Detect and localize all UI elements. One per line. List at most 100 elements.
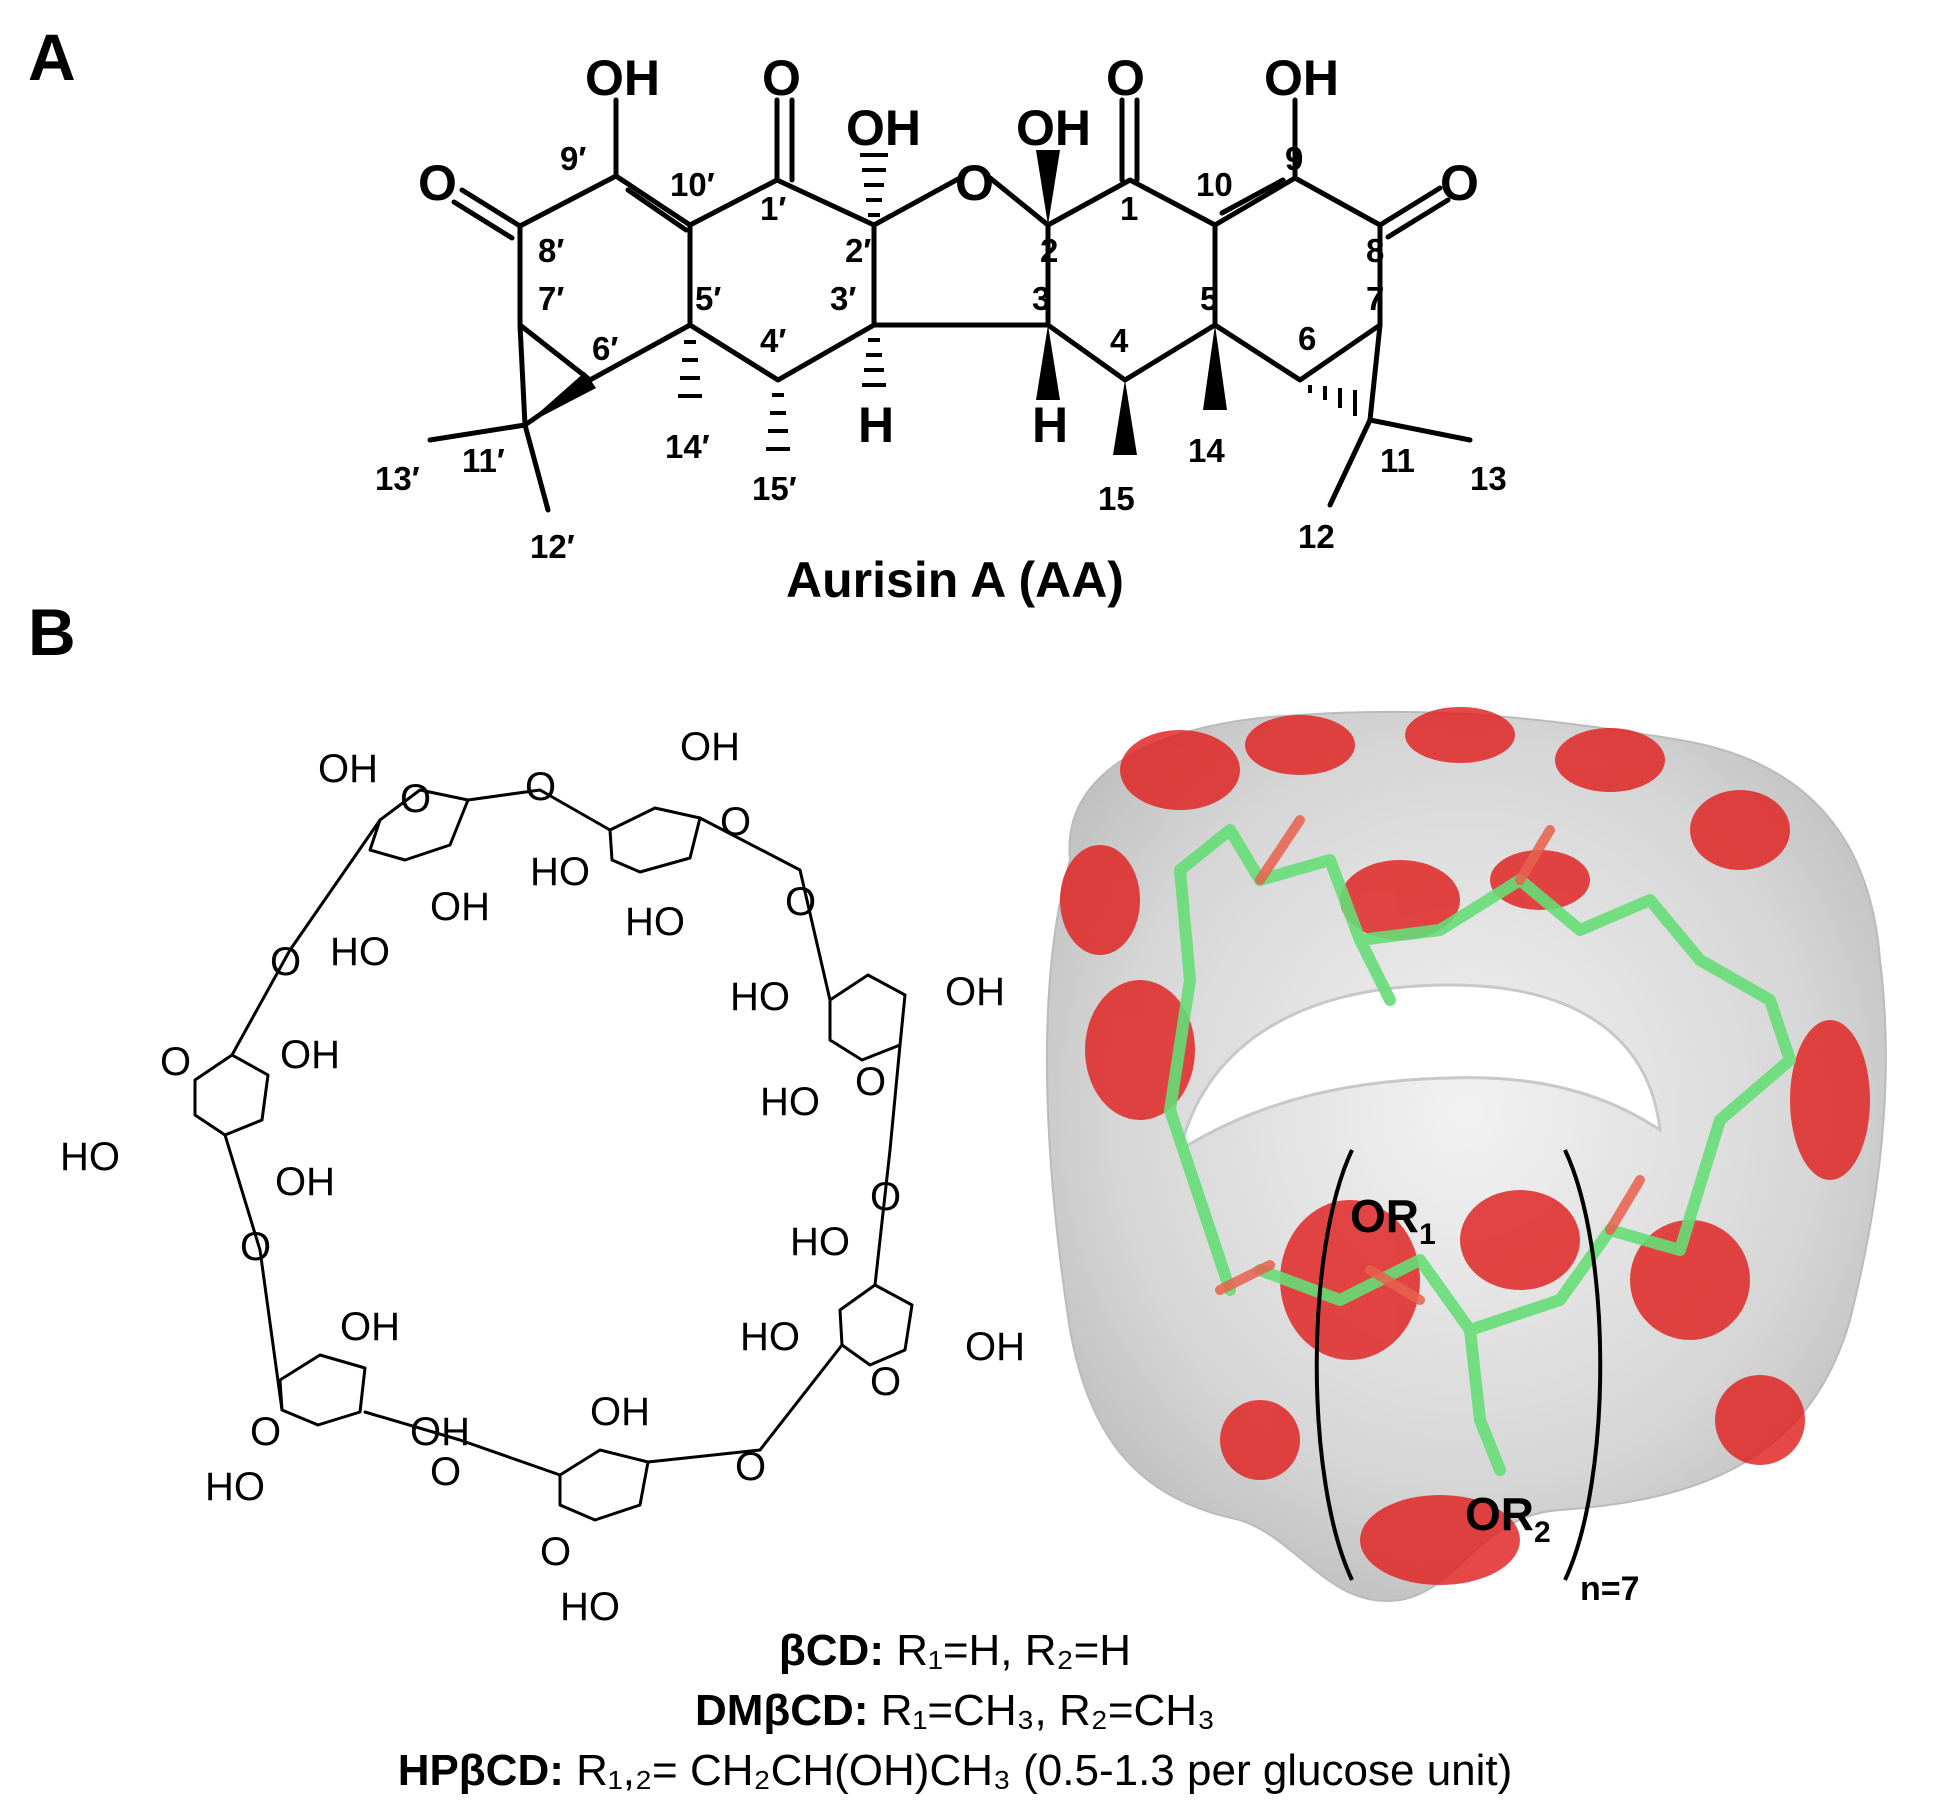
locant-15p: 15′	[752, 470, 797, 507]
label-o-r2: O	[720, 800, 751, 844]
label-ho-1c: HO	[330, 930, 390, 974]
definition-bcd: βCD: R₁=H, R₂=H	[779, 1626, 1131, 1675]
glucose-ring-2	[608, 806, 702, 874]
atom-o-ring: O	[955, 155, 994, 211]
atom-oh-2: OH	[1016, 100, 1091, 156]
link-5-6	[363, 1410, 562, 1477]
definition-hpbcd: HPβCD: R₁,₂= CH₂CH(OH)CH₃ (0.5-1.3 per g…	[398, 1746, 1513, 1795]
carbonyl-8p-b	[451, 199, 515, 241]
ring-right-a	[1212, 175, 1383, 383]
link-4-5	[646, 1343, 844, 1464]
atom-o-8p: O	[418, 155, 457, 211]
compound-name: Aurisin A (AA)	[786, 552, 1124, 608]
glucose-ring-4	[838, 1283, 914, 1367]
hashed-6-11	[1308, 385, 1357, 416]
locant-7p: 7′	[538, 280, 564, 317]
locant-1p: 1′	[760, 190, 786, 227]
locant-8p: 8′	[538, 232, 564, 269]
label-o-b71: O	[270, 940, 301, 984]
label-o-r1: O	[400, 777, 431, 821]
cyclopropane-left	[517, 322, 593, 428]
wedge-15	[1113, 380, 1137, 455]
beta-cyclodextrin-structure: O O O O O O O O O O O O O O OH OH HO OH …	[60, 725, 1025, 1629]
wedge-14	[1203, 325, 1227, 410]
label-o-r7: O	[160, 1040, 191, 1084]
wedge-oh-2	[1036, 150, 1060, 225]
label-o-b12: O	[525, 765, 556, 809]
locant-1: 1	[1120, 190, 1138, 227]
cyclodextrin-surface-model: OR1 OR2 n=7	[1045, 707, 1887, 1608]
locant-2p: 2′	[845, 232, 871, 269]
label-o-r5: O	[540, 1530, 571, 1574]
label-ho-4b: HO	[740, 1315, 800, 1359]
locant-11: 11	[1380, 442, 1415, 479]
label-ho-3a: HO	[730, 975, 790, 1019]
locant-13: 13	[1470, 460, 1507, 497]
label-o-r6: O	[250, 1410, 281, 1454]
label-o-b34: O	[870, 1175, 901, 1219]
glucose-ring-1	[368, 788, 470, 862]
label-o-b67: O	[240, 1225, 271, 1269]
label-ho-3b: HO	[760, 1080, 820, 1124]
bond-7-11	[1367, 322, 1383, 423]
locant-15: 15	[1098, 480, 1135, 517]
label-o-b56: O	[430, 1450, 461, 1494]
locant-9p: 9′	[560, 140, 586, 177]
locant-11p: 11′	[462, 442, 505, 479]
cavity-opening	[1177, 983, 1662, 1154]
glucose-ring-6	[278, 1353, 367, 1427]
atom-oh-2p: OH	[846, 100, 921, 156]
oxygen-patches	[1060, 707, 1870, 1585]
bond-11p-13p	[427, 422, 528, 443]
locant-8: 8	[1366, 232, 1384, 269]
locant-4: 4	[1110, 322, 1129, 359]
carbonyl-8p	[459, 187, 523, 229]
locant-14: 14	[1188, 432, 1225, 469]
oxygen-sticks	[1215, 815, 1645, 1305]
atom-o-1p: O	[762, 50, 801, 106]
atom-o-1: O	[1106, 50, 1145, 106]
link-3-4	[873, 1043, 902, 1287]
locant-7: 7	[1366, 280, 1384, 317]
label-ho-2c: HO	[625, 900, 685, 944]
atom-h-3: H	[1032, 397, 1068, 453]
hashed-oh-2p	[860, 153, 888, 217]
bond-o-2	[987, 175, 1051, 228]
link-6-7	[223, 1133, 284, 1412]
bond-11-13	[1367, 417, 1473, 443]
definition-dmbcd: DMβCD: R₁=CH₃, R₂=CH₃	[695, 1686, 1215, 1735]
locant-12: 12	[1298, 518, 1335, 555]
label-oh-6a: OH	[340, 1305, 400, 1349]
carbonyl-8-b	[1385, 197, 1451, 240]
bracket-left	[1314, 1149, 1354, 1581]
atom-oh-9p: OH	[585, 50, 660, 106]
label-ho-4a: HO	[790, 1220, 850, 1264]
wedge-h-3	[1036, 325, 1060, 400]
link-7-1	[230, 818, 382, 1057]
carbonyl-8	[1377, 185, 1443, 228]
locant-3: 3	[1032, 280, 1050, 317]
label-oh-4c: OH	[965, 1325, 1025, 1369]
link-1-2	[466, 788, 612, 832]
locant-6p: 6′	[592, 330, 618, 367]
label-oh-5a: OH	[590, 1390, 650, 1434]
label-or1: OR1	[1350, 1190, 1436, 1251]
aurisin-a-structure: O OH O OH O OH O OH O H H 9′ 10′ 1′ 2′ 2…	[375, 50, 1507, 565]
atom-o-8: O	[1440, 155, 1479, 211]
locant-2: 2	[1040, 232, 1058, 269]
atom-oh-9: OH	[1264, 50, 1339, 106]
label-oh-1a: OH	[318, 747, 378, 791]
label-o-r3: O	[855, 1060, 886, 1104]
label-oh-2a: OH	[680, 725, 740, 769]
hashed-h-3p	[862, 338, 886, 387]
label-oh-1b: OH	[430, 885, 490, 929]
locant-3p: 3′	[830, 280, 856, 317]
double-bond-9p-10p	[625, 187, 689, 233]
locant-13p: 13′	[375, 460, 420, 497]
glucose-ring-5	[558, 1448, 650, 1522]
locant-5: 5	[1200, 280, 1218, 317]
cd-labels: O O O O O O O O O O O O O O OH OH HO OH …	[60, 725, 1025, 1629]
label-o-r4: O	[870, 1360, 901, 1404]
label-ho-6c: HO	[205, 1465, 265, 1509]
